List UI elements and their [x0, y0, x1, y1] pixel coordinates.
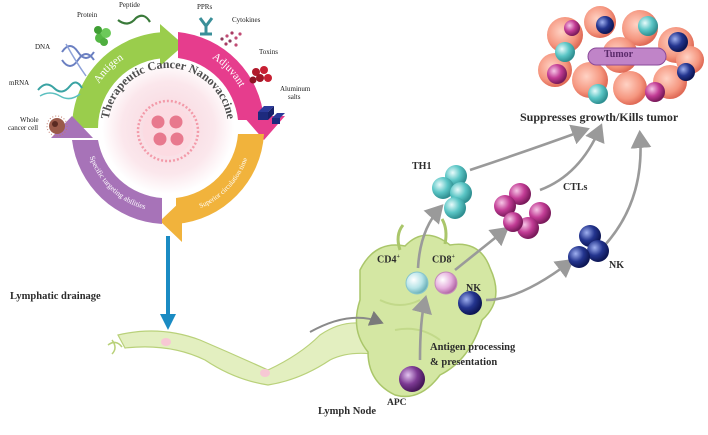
apc-cell [399, 366, 425, 392]
cd8-label: CD8+ [432, 254, 455, 265]
whole-cancer-cell-label: Whole cancer cell [8, 116, 39, 132]
whole-cancer-cell-line-2: cancer cell [8, 124, 39, 132]
cd4-superscript: + [396, 254, 400, 260]
nk-cluster [568, 225, 609, 268]
lymph-vessel [107, 322, 396, 386]
specific-segment [72, 140, 162, 224]
cd4-text: CD4 [377, 254, 397, 266]
aluminum-salts-line-2: salts [288, 93, 301, 101]
suppresses-tumor-label: Suppresses growth/Kills tumor [520, 110, 679, 124]
cytokines-icon [220, 31, 242, 47]
toxins-label: Toxins [259, 48, 278, 56]
whole-cancer-cell-line-1: Whole [20, 116, 39, 124]
lymphatic-drainage-label: Lymphatic drainage [10, 291, 101, 302]
cancer-cell-icon [46, 115, 68, 137]
toxins-icon [249, 66, 272, 84]
cd4-cell [405, 271, 429, 295]
vessel-particle [161, 338, 171, 346]
dna-label: DNA [35, 43, 51, 51]
dna-icon [61, 43, 95, 77]
antigen-arrow-head [160, 24, 184, 66]
peptide-icon [117, 14, 151, 25]
ctl-cluster [494, 183, 551, 239]
th1-cluster [432, 165, 472, 219]
antigen-segment [72, 32, 168, 128]
ctls-label: CTLs [563, 182, 588, 193]
protein-icon [94, 26, 111, 46]
tumor-label: Tumor [604, 49, 634, 60]
superior-segment [176, 134, 264, 224]
lymph-node [309, 218, 497, 398]
peptide-label: Peptide [119, 1, 140, 9]
th1-label: TH1 [412, 161, 432, 172]
cytokines-label: Cytokines [232, 16, 261, 24]
adjuvant-segment [178, 32, 264, 120]
cd8-cell [434, 271, 458, 295]
nanoparticle-icon [136, 99, 200, 163]
pprs-label: PPRs [197, 3, 213, 11]
antigen-icons [37, 14, 151, 137]
mrna-label: mRNA [9, 79, 30, 87]
protein-label: Protein [77, 11, 98, 19]
nk-node-label: NK [466, 283, 481, 294]
superior-arrow-head [160, 200, 182, 242]
aluminum-salts-label: Aluminum salts [280, 85, 310, 101]
tumor-mass [538, 6, 704, 105]
apc-label: APC [387, 398, 407, 408]
antigen-processing-line-2: & presentation [430, 357, 498, 368]
cd8-text: CD8 [432, 254, 452, 266]
pprs-icon [198, 17, 214, 36]
nk-node-cell [458, 291, 482, 315]
cd4-label: CD4+ [377, 254, 400, 265]
vessel-particle [260, 369, 270, 377]
vaccine-wheel: Therapeutic Cancer Nanovaccine Antigen A… [51, 24, 285, 242]
nk-out-label: NK [609, 260, 624, 271]
cd8-superscript: + [451, 254, 455, 260]
antigen-processing-line-1: Antigen processing [430, 342, 516, 353]
aluminum-salts-line-1: Aluminum [280, 85, 311, 93]
adjuvant-icons [198, 17, 285, 124]
drainage-arrow [160, 236, 176, 330]
mrna-icon [37, 81, 83, 100]
lymph-node-label: Lymph Node [318, 406, 377, 417]
antigen-processing-label: Antigen processing & presentation [430, 340, 515, 370]
flow-arrows [411, 123, 652, 361]
aluminum-salts-icon [258, 106, 285, 124]
tumor-pill [587, 47, 667, 66]
